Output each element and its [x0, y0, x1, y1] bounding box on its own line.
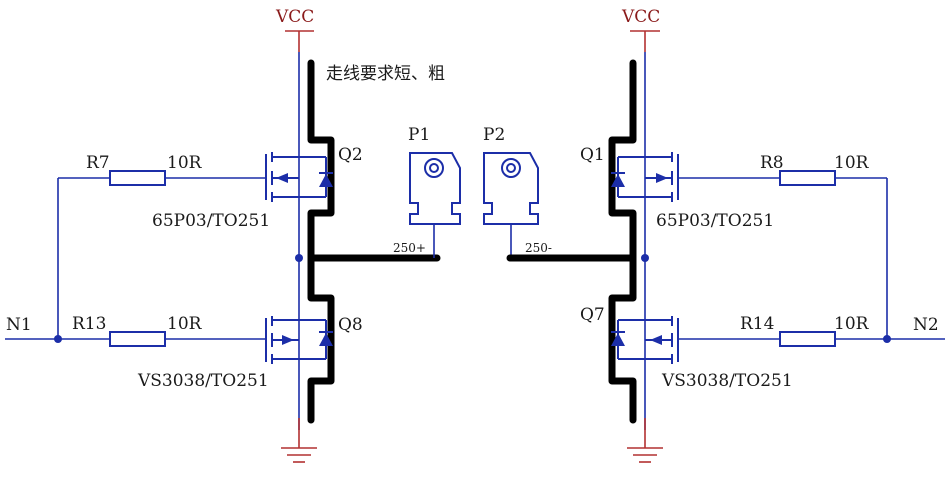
r13-value: 10R: [167, 314, 203, 334]
resistor-r14: R14 10R: [678, 314, 887, 347]
r8-value: 10R: [834, 153, 870, 173]
junction-n2: [883, 335, 891, 343]
mosfet-q8: Q8 VS3038/TO251: [137, 315, 363, 391]
n2-label: N2: [913, 315, 939, 335]
thick-trace-right: [608, 59, 637, 424]
p2-ref: P2: [483, 125, 505, 145]
mosfet-q2: Q2 65P03/TO251: [152, 145, 363, 231]
routing-note: 走线要求短、粗: [326, 64, 445, 84]
q2-ref: Q2: [338, 145, 363, 165]
mosfet-q7: Q7 VS3038/TO251: [580, 305, 793, 391]
thick-trace-left: [307, 59, 335, 424]
q2-part: 65P03/TO251: [152, 211, 270, 231]
r14-ref: R14: [740, 314, 774, 334]
n1-label: N1: [6, 315, 32, 335]
resistor-r8: R8 10R: [678, 153, 887, 186]
p1-ref: P1: [408, 125, 430, 145]
vcc-label-right: VCC: [621, 7, 660, 27]
right-half: VCC Q1 65P03/TO251: [506, 7, 945, 463]
junction-left-mid: [295, 254, 303, 262]
q1-part: 65P03/TO251: [656, 211, 774, 231]
p2-net: 250-: [525, 241, 552, 255]
junction-right-mid: [641, 254, 649, 262]
left-half: VCC Q2 65P03/: [5, 7, 441, 463]
r14-value: 10R: [834, 314, 870, 334]
q7-ref: Q7: [580, 305, 605, 325]
r13-ref: R13: [72, 314, 106, 334]
junction-n1: [54, 335, 62, 343]
q7-part: VS3038/TO251: [661, 371, 793, 391]
q8-ref: Q8: [338, 315, 363, 335]
vcc-label-left: VCC: [275, 7, 314, 27]
r8-ref: R8: [760, 153, 784, 173]
q1-ref: Q1: [580, 145, 605, 165]
r7-value: 10R: [167, 153, 203, 173]
r7-ref: R7: [86, 153, 110, 173]
connector-p1: P1 250+: [393, 125, 461, 258]
p1-net: 250+: [393, 241, 426, 255]
resistor-r13: R13 10R: [58, 314, 266, 347]
q8-part: VS3038/TO251: [137, 371, 269, 391]
resistor-r7: R7 10R: [58, 153, 266, 186]
connector-p2: P2 250-: [483, 125, 552, 258]
mosfet-q1: Q1 65P03/TO251: [580, 145, 774, 231]
